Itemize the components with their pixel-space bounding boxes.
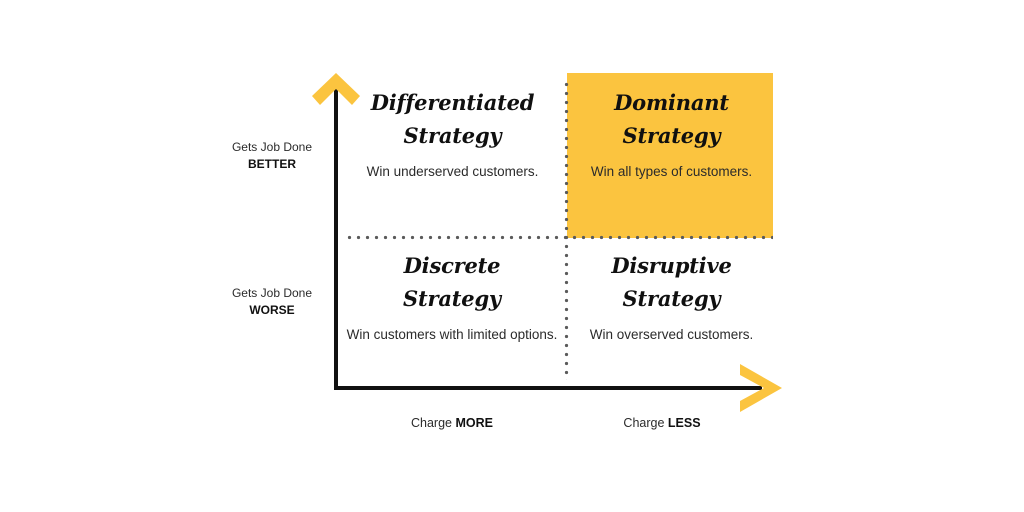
quadrant-disruptive-strategy[interactable]: Disruptive Strategy Win overserved custo… [569, 249, 774, 346]
quadrant-title-line1: Discrete [403, 253, 501, 278]
y-axis-label-better: Gets Job Done BETTER [202, 139, 342, 173]
x-axis-line [334, 386, 762, 390]
quadrant-differentiated-strategy[interactable]: Differentiated Strategy Win underserved … [345, 86, 560, 183]
quadrant-title-line2: Strategy [622, 123, 721, 148]
arrow-up-icon [311, 72, 361, 116]
quadrant-description: Win all types of customers. [590, 164, 753, 179]
y-axis-label-worse: Gets Job Done WORSE [202, 285, 342, 319]
x-axis-label-more-strong: MORE [455, 416, 493, 430]
y-axis-line [334, 84, 338, 390]
y-axis-label-better-prefix: Gets Job Done [231, 140, 313, 154]
x-axis-label-more-prefix: Charge [411, 416, 456, 430]
arrow-right-icon [739, 363, 783, 413]
x-axis-label-charge-less: Charge LESS [562, 414, 762, 432]
x-axis-label-less-prefix: Charge [623, 416, 668, 430]
y-axis-label-worse-prefix: Gets Job Done [231, 286, 313, 300]
quadrant-description: Win underserved customers. [366, 164, 539, 179]
quadrant-discrete-strategy[interactable]: Discrete Strategy Win customers with lim… [338, 249, 566, 346]
quadrant-title-line1: Dominant [614, 90, 729, 115]
quadrant-title-line1: Differentiated [370, 90, 535, 115]
quadrant-description: Win customers with limited options. [346, 327, 558, 342]
quadrant-title-line2: Strategy [622, 286, 721, 311]
quadrant-highlight-dominant [567, 73, 773, 238]
x-axis-label-charge-more: Charge MORE [352, 414, 552, 432]
quadrant-title-line2: Strategy [403, 123, 502, 148]
quadrant-divider-horizontal [345, 235, 773, 240]
quadrant-title-line2: Strategy [403, 286, 501, 311]
y-axis-label-better-strong: BETTER [248, 157, 296, 171]
quadrant-description: Win overserved customers. [589, 327, 754, 342]
quadrant-dominant-strategy[interactable]: Dominant Strategy Win all types of custo… [569, 86, 774, 183]
quadrant-title-line1: Disruptive [611, 253, 732, 278]
quadrant-divider-vertical [564, 80, 569, 380]
x-axis-label-less-strong: LESS [667, 416, 701, 430]
y-axis-label-worse-strong: WORSE [249, 303, 295, 317]
